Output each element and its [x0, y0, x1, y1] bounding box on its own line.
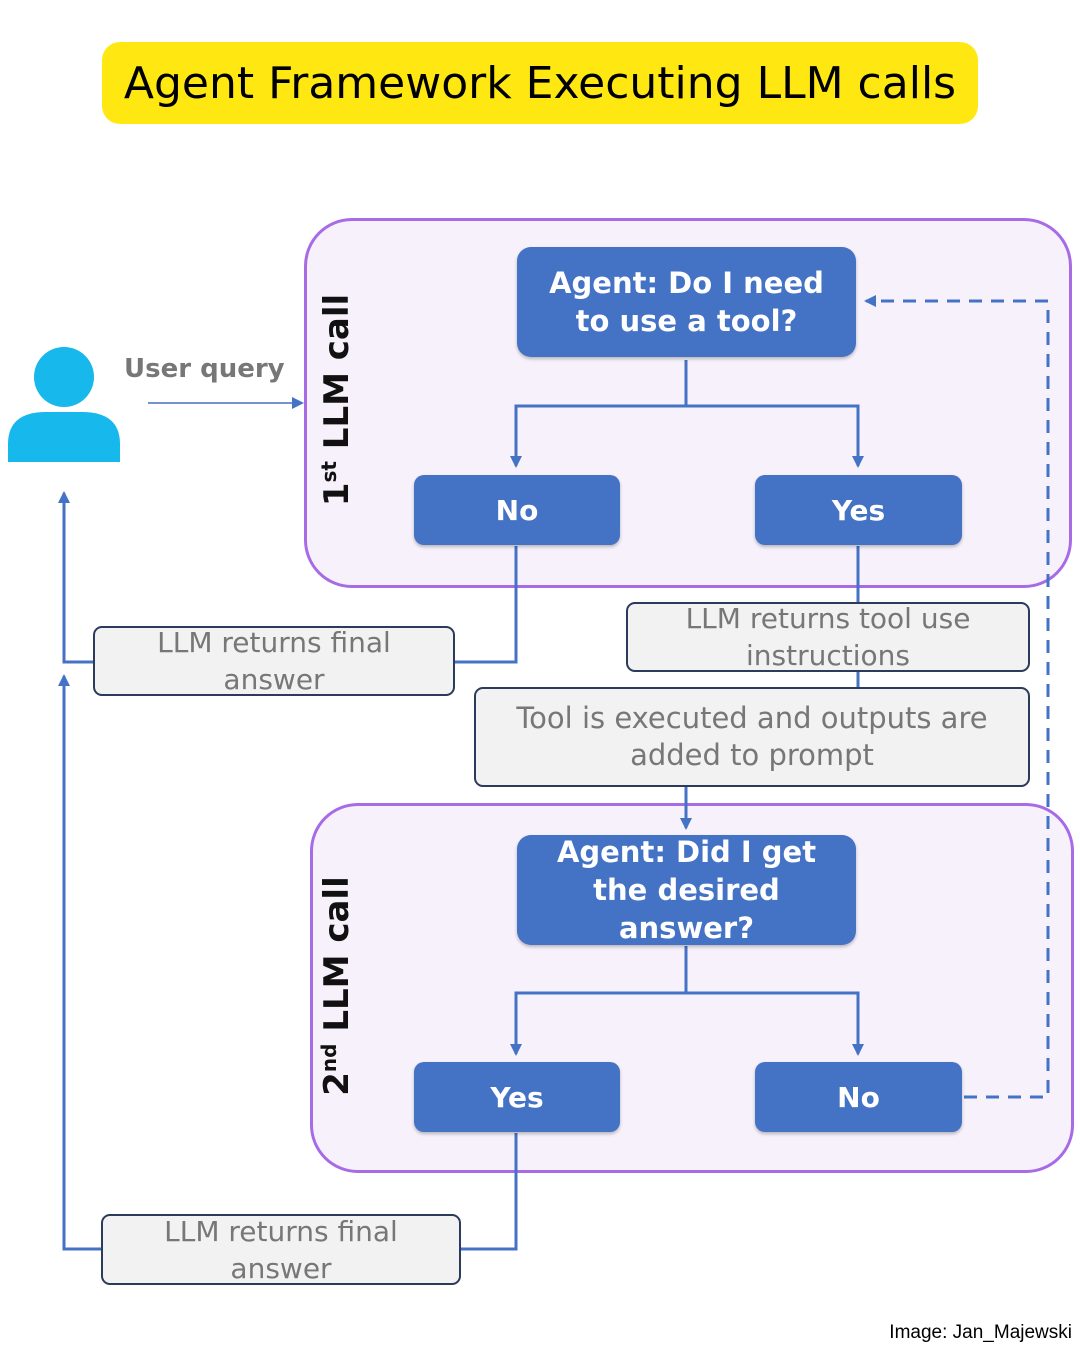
- first-question-text: Agent: Do I need to use a tool?: [549, 266, 824, 338]
- second-split-connector: [510, 946, 688, 1056]
- first-yes-label: Yes: [831, 493, 886, 527]
- second-call-ordinal-suffix: nd: [316, 1043, 341, 1073]
- first-split-connector: [510, 360, 688, 468]
- first-call-label-text: LLM call: [317, 293, 358, 462]
- final-answer-note-1: LLM returns final answer: [93, 626, 455, 696]
- first-question-node: Agent: Do I need to use a tool?: [517, 247, 856, 357]
- first-call-ordinal-suffix: st: [316, 461, 341, 483]
- page-title: Agent Framework Executing LLM calls: [102, 42, 978, 124]
- first-call-label: 1st LLM call: [317, 294, 357, 506]
- tool-executed-note-text: Tool is executed and outputs are added t…: [516, 701, 988, 772]
- second-no-node: No: [755, 1062, 962, 1132]
- no-to-final-answer-connector: [455, 546, 518, 664]
- second-call-label-text: LLM call: [317, 876, 358, 1044]
- second-yes-node: Yes: [414, 1062, 620, 1132]
- final-answer-2-to-user-connector: [58, 674, 101, 1251]
- final-answer-note-2: LLM returns final answer: [101, 1214, 461, 1285]
- second-yes-label: Yes: [490, 1080, 544, 1114]
- tool-executed-note: Tool is executed and outputs are added t…: [474, 687, 1030, 787]
- second-question-text: Agent: Did I get the desired answer?: [556, 835, 817, 945]
- first-no-node: No: [414, 475, 620, 545]
- second-call-ordinal: 2: [317, 1072, 358, 1096]
- second-question-node: Agent: Did I get the desired answer?: [517, 835, 856, 945]
- user-icon: [8, 347, 120, 462]
- loop-back-dashed-connector: [864, 295, 1050, 1099]
- tool-instructions-note-text: LLM returns tool use instructions: [685, 602, 971, 672]
- user-query-label: User query: [124, 354, 285, 384]
- first-split-connector-yes: [686, 404, 864, 468]
- second-call-label: 2nd LLM call: [317, 876, 357, 1095]
- first-no-label: No: [495, 493, 539, 527]
- image-credit: Image: Jan_Majewski: [889, 1322, 1072, 1343]
- final-answer-to-user-connector: [58, 491, 93, 664]
- first-yes-node: Yes: [755, 475, 962, 545]
- final-answer-note-2-text: LLM returns final answer: [164, 1214, 398, 1285]
- final-answer-note-1-text: LLM returns final answer: [157, 626, 391, 696]
- tool-instructions-note: LLM returns tool use instructions: [626, 602, 1030, 672]
- second-split-connector-no: [686, 991, 864, 1056]
- first-call-ordinal: 1: [317, 482, 358, 507]
- title-text: Agent Framework Executing LLM calls: [123, 57, 957, 109]
- second-no-label: No: [837, 1080, 880, 1114]
- yes-to-final-answer-connector: [461, 1133, 518, 1251]
